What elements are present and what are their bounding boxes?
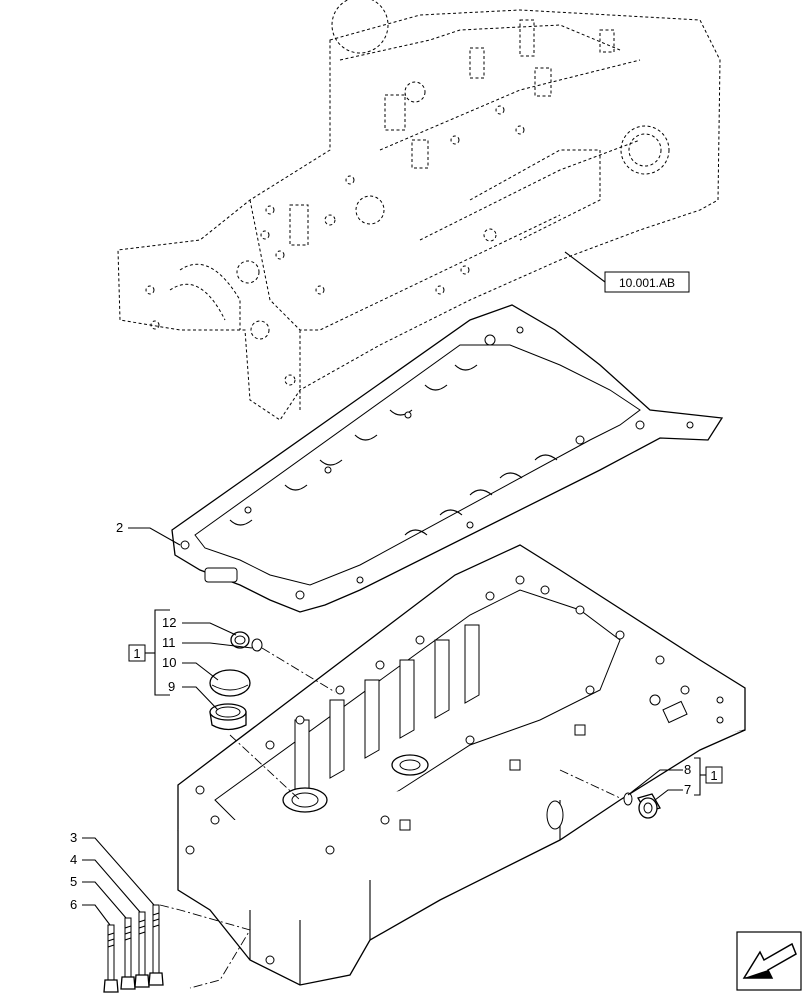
oil-pan — [177, 544, 746, 986]
callout-11: 11 — [162, 635, 176, 650]
bolt-item-3 — [148, 904, 164, 986]
alignment-line-bolts — [159, 904, 251, 989]
callout-2-leader — [128, 527, 181, 546]
callout-9: 9 — [168, 679, 175, 694]
reference-box[interactable] — [604, 271, 690, 293]
cap-item-10 — [209, 669, 251, 697]
engine-block-outline — [117, 0, 721, 421]
group-box-right[interactable] — [705, 766, 723, 784]
bolt-item-5 — [120, 917, 136, 990]
callout-7: 7 — [684, 782, 691, 797]
bolt-item-6 — [103, 924, 119, 993]
alignment-line-9 — [229, 734, 301, 801]
callout-8: 8 — [684, 762, 691, 777]
callout-6-leader — [82, 904, 111, 926]
drain-plug-item-7 — [637, 793, 661, 819]
callout-7-leader — [654, 789, 683, 801]
reference-leader — [564, 251, 606, 283]
callout-5: 5 — [70, 874, 77, 889]
group-box-left[interactable] — [128, 644, 146, 662]
callout-12: 12 — [162, 615, 176, 630]
callout-8-leader — [627, 769, 683, 796]
group-box-right-label: 1 — [710, 768, 717, 783]
callout-4: 4 — [70, 852, 77, 867]
alignment-line-7 — [559, 769, 621, 799]
group-bracket-right — [694, 757, 706, 796]
callout-6: 6 — [70, 897, 77, 912]
callout-3: 3 — [70, 830, 77, 845]
group-box-left-label: 1 — [133, 646, 140, 661]
arrow-navigation-icon[interactable] — [736, 931, 802, 991]
callout-9-leader — [182, 686, 219, 711]
plug-item-12 — [230, 631, 250, 649]
sleeve-item-9 — [209, 703, 247, 731]
callout-10-leader — [182, 662, 219, 681]
callout-3-leader — [82, 837, 155, 906]
group-bracket-left — [145, 609, 170, 696]
callout-2: 2 — [116, 520, 123, 535]
oil-pan-gasket — [171, 304, 724, 613]
callout-4-leader — [82, 859, 141, 913]
callout-10: 10 — [162, 655, 176, 670]
callout-12-leader — [182, 622, 237, 636]
seal-ring-item-11 — [251, 638, 263, 652]
callout-11-leader — [182, 642, 253, 649]
seal-ring-item-8 — [623, 792, 633, 806]
callout-5-leader — [82, 881, 127, 919]
bolt-item-4 — [134, 911, 150, 988]
reference-label: 10.001.AB — [619, 276, 675, 290]
alignment-line-12 — [261, 647, 336, 693]
